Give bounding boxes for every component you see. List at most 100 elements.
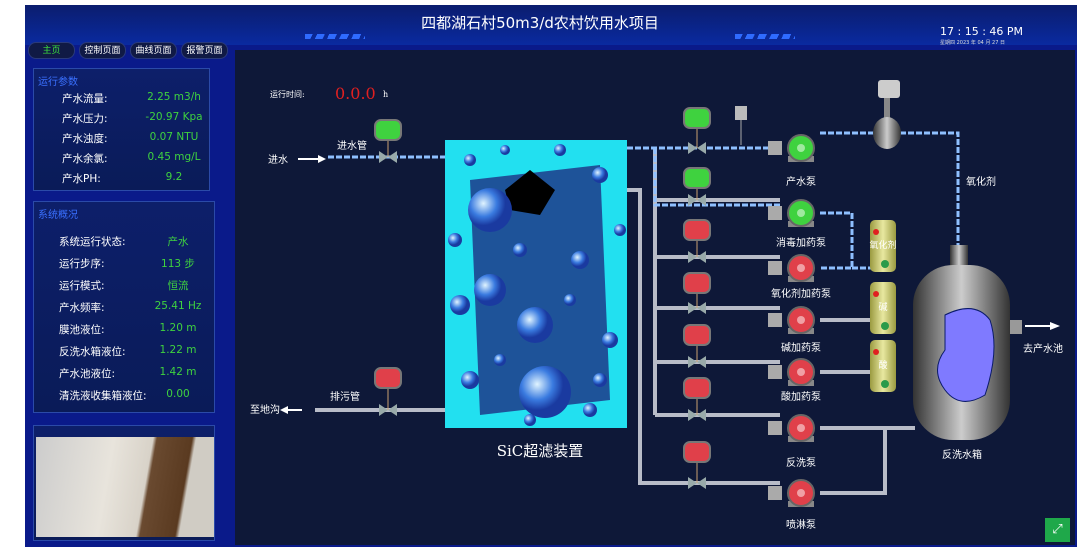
param-label: 运行模式: [59, 280, 105, 292]
drain-label: 至地沟 [250, 403, 280, 416]
pump-label: 反洗泵 [786, 457, 816, 469]
bubble [468, 188, 512, 232]
param-label: 产水池液位: [59, 368, 116, 380]
bubble [571, 251, 589, 269]
valve-status-light [683, 324, 711, 346]
bubble [448, 233, 462, 247]
param-value: 产水 [167, 236, 189, 248]
pump[interactable]: 碱加药泵 [768, 306, 821, 354]
param-value: 9.2 [165, 171, 183, 183]
param-value: 恒流 [167, 280, 189, 292]
bubble [474, 274, 506, 306]
branch-valve[interactable] [683, 272, 711, 314]
branch-valve[interactable] [683, 377, 711, 421]
param-value: 2.25 m3/h [147, 91, 201, 103]
drain-valve[interactable] [374, 367, 402, 416]
tab-curves[interactable]: 曲线页面 [130, 42, 177, 59]
page-title: 四都湖石村50m3/d农村饮用水项目 [421, 14, 659, 32]
pump-label: 碱加药泵 [781, 342, 821, 354]
param-value: -20.97 Kpa [145, 111, 203, 123]
arrow-right-icon [1050, 322, 1060, 330]
bubble [494, 354, 506, 366]
bubble [564, 294, 576, 306]
param-label: 产水浊度: [62, 133, 108, 145]
branch-valve[interactable] [683, 324, 711, 368]
branch-valve[interactable] [683, 219, 711, 263]
param-value: 1.20 m [159, 322, 197, 334]
valve-status-light [683, 167, 711, 189]
branch-valve[interactable] [683, 167, 711, 206]
param-label: 产水流量: [62, 93, 108, 105]
runtime-value: 0.0.0 [335, 84, 376, 103]
nav-tabs: 主页 控制页面 曲线页面 报警页面 [28, 42, 228, 59]
drain-pipe-label: 排污管 [330, 390, 360, 403]
param-label: 反洗水箱液位: [59, 346, 126, 358]
tab-home[interactable]: 主页 [28, 42, 75, 59]
oxidant-line-label: 氧化剂 [966, 175, 996, 188]
pump-label: 氧化剂加药泵 [771, 287, 831, 300]
valve-status-light [683, 219, 711, 241]
branch-valve[interactable] [683, 107, 711, 154]
runtime-label: 运行时间: [270, 89, 305, 99]
chemical-tank[interactable]: 氧化剂 [869, 220, 897, 272]
backwash-tank[interactable] [913, 245, 1022, 440]
panel-title: 系统概况 [38, 210, 78, 221]
water-flow-pipes [328, 131, 960, 270]
pump[interactable]: 氧化剂加药泵 [768, 254, 831, 300]
bubble [593, 373, 607, 387]
bubble [461, 371, 479, 389]
bubble [450, 295, 470, 315]
outlet-label: 去产水池 [1023, 342, 1063, 355]
bubble [602, 332, 618, 348]
chemical-tank-label: 酸 [878, 360, 887, 371]
param-value: 0.00 [166, 388, 190, 400]
param-label: 膜池液位: [59, 324, 105, 336]
tab-control[interactable]: 控制页面 [79, 42, 126, 59]
pump-label: 酸加药泵 [781, 390, 821, 403]
bubble [519, 366, 571, 418]
inlet-label: 进水 [268, 154, 288, 166]
backwash-tank-label: 反洗水箱 [942, 448, 982, 461]
panel-title: 运行参数 [38, 77, 78, 88]
param-label: 系统运行状态: [59, 236, 126, 248]
valve-status-light [374, 367, 402, 389]
chemical-tank-label: 氧化剂 [869, 239, 896, 251]
valve-status-light [683, 377, 711, 399]
pump[interactable]: 消毒加药泵 [768, 199, 826, 249]
valve-status-light [683, 441, 711, 463]
flow-meter [873, 80, 901, 149]
param-label: 运行步序: [59, 258, 105, 270]
pump[interactable]: 酸加药泵 [768, 358, 821, 403]
valve-status-light [683, 272, 711, 294]
bubble [524, 414, 536, 426]
tab-alarms[interactable]: 报警页面 [181, 42, 228, 59]
pump[interactable]: 反洗泵 [768, 414, 816, 469]
pressure-sensor [735, 106, 747, 145]
date: 星期四 2023 年 04 月 27 日 [940, 40, 1005, 46]
expand-icon[interactable]: ⤢ [1045, 518, 1070, 542]
param-value: 0.45 mg/L [147, 151, 201, 163]
param-label: 产水频率: [59, 302, 105, 314]
filter-label: SiC超滤装置 [497, 442, 584, 460]
bubble [614, 224, 626, 236]
param-label: 清洗液收集箱液位: [59, 390, 147, 402]
branch-valve[interactable] [683, 441, 711, 489]
runtime-unit: h [383, 90, 388, 99]
valve-status-light [374, 119, 402, 141]
chemical-tank[interactable]: 酸 [870, 340, 896, 392]
param-label: 产水PH: [62, 173, 101, 185]
inlet-valve[interactable] [374, 119, 402, 163]
param-value: 1.22 m [159, 344, 197, 356]
param-value: 113 步 [161, 258, 195, 270]
bubble [592, 167, 608, 183]
bubble [554, 144, 566, 156]
chemical-tank[interactable]: 碱 [870, 282, 896, 334]
bubble [517, 307, 553, 343]
pump[interactable]: 喷淋泵 [768, 479, 816, 531]
pump[interactable]: 产水泵 [768, 134, 816, 188]
valve-status-light [683, 107, 711, 129]
camera-feed[interactable] [36, 437, 214, 537]
decor-stripe [305, 34, 365, 39]
